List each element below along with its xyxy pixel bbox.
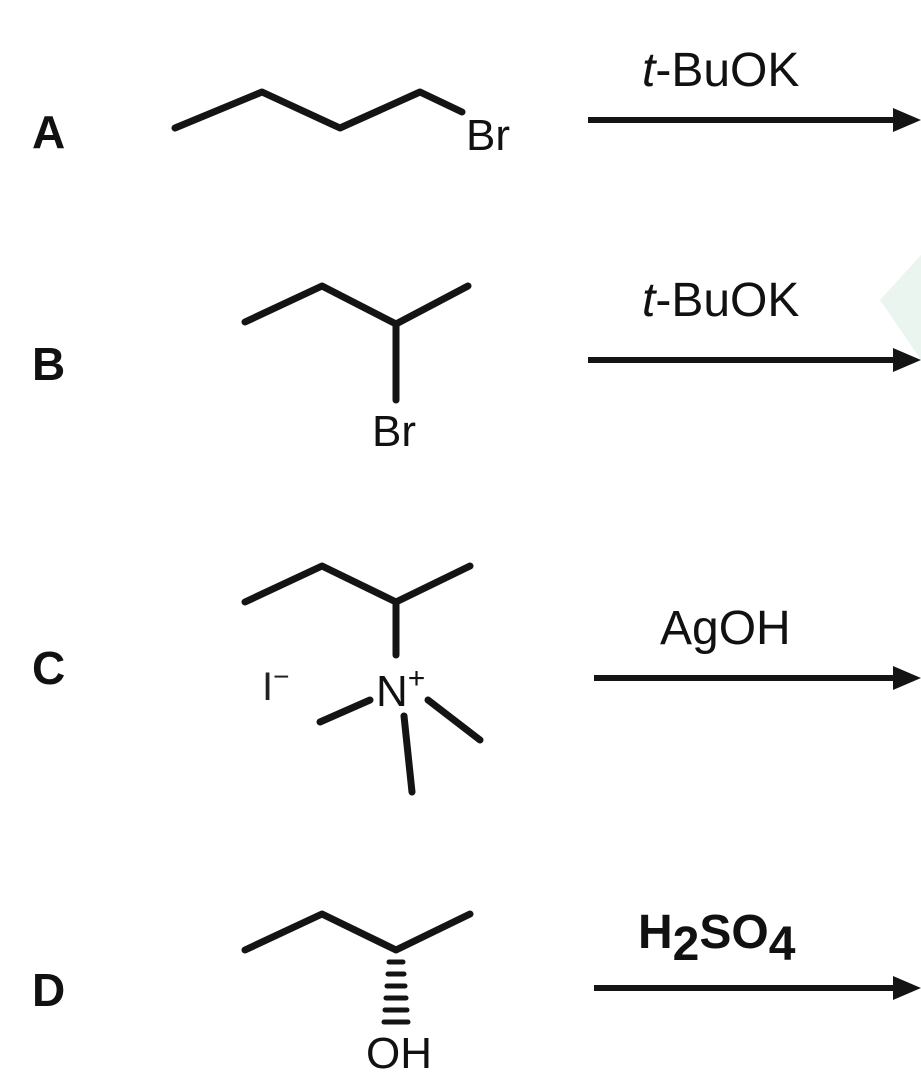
reaction-b-bromine: Br	[372, 407, 416, 456]
reaction-c-arrowhead	[893, 666, 921, 690]
reaction-a: A Br t-BuOK	[32, 44, 921, 160]
reaction-c-chain	[241, 562, 474, 606]
reaction-c-nitrogen-charge: +	[408, 662, 426, 695]
reaction-b-chain	[241, 282, 472, 328]
reaction-a-bromine: Br	[466, 111, 510, 160]
reaction-c-letter: C	[32, 642, 65, 694]
reaction-c-n-methyl-right	[424, 696, 484, 744]
reaction-d-arrowhead	[893, 976, 921, 1000]
reaction-b-letter: B	[32, 338, 65, 390]
reaction-d-letter: D	[32, 964, 65, 1016]
reaction-a-molecule	[171, 88, 466, 132]
reaction-d-reagent-sub2: 4	[769, 918, 796, 971]
reaction-d: D OH H2SO4	[32, 906, 921, 1072]
reaction-d-reagent-h: H	[638, 906, 673, 959]
reaction-c-counterion-charge: −	[273, 661, 289, 692]
reaction-b-arrowhead	[893, 348, 921, 372]
reaction-c-n-methyl-down	[400, 712, 416, 796]
reaction-d-reagent-so: SO	[699, 906, 768, 959]
reaction-c-reagent: AgOH	[660, 602, 791, 655]
reaction-a-reagent: t-BuOK	[642, 44, 799, 97]
reaction-b: B Br t-BuOK	[32, 274, 921, 456]
reaction-b-reagent-rest: -BuOK	[655, 274, 799, 327]
reaction-c: C I− N+ AgOH	[32, 562, 921, 796]
reaction-c-nitrogen-symbol: N	[376, 667, 408, 716]
reaction-a-reagent-rest: -BuOK	[655, 44, 799, 97]
reaction-d-reagent: H2SO4	[638, 906, 796, 971]
reaction-d-hashed-bond	[381, 959, 411, 1025]
reaction-d-chain	[241, 910, 474, 954]
reaction-a-letter: A	[32, 106, 65, 158]
reaction-c-counterion-symbol: I	[262, 665, 273, 709]
reaction-c-counterion: I−	[262, 661, 289, 709]
reaction-b-reagent: t-BuOK	[642, 274, 799, 327]
reaction-d-reagent-sub1: 2	[673, 918, 700, 971]
reaction-b-reagent-prefix: t	[642, 274, 657, 327]
reaction-c-n-methyl-left	[316, 696, 374, 726]
background-shade	[880, 255, 921, 360]
reaction-a-reagent-prefix: t	[642, 44, 657, 97]
reaction-a-arrowhead	[893, 108, 921, 132]
reaction-d-hydroxyl: OH	[366, 1029, 432, 1072]
reaction-c-nitrogen: N+	[376, 662, 425, 716]
